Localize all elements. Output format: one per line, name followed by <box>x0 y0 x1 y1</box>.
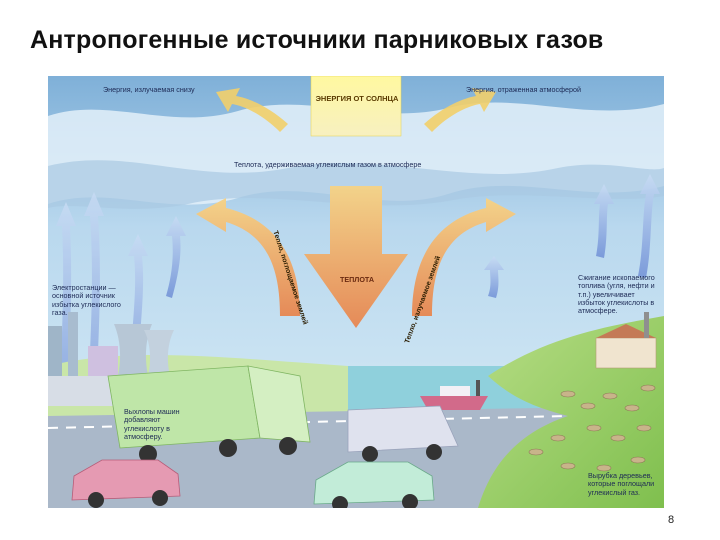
deforestation-label: Вырубка деревьев, которые поглощали угле… <box>588 471 655 497</box>
truck <box>107 365 311 463</box>
tree-stumps <box>528 384 656 472</box>
green-car <box>313 461 435 508</box>
arrow-heat-center <box>304 186 408 328</box>
reflected-by-atmosphere-label: Энергия, отраженная атмосферой <box>466 85 581 94</box>
co2-arrows-right <box>484 174 660 298</box>
heat-center-label: ТЕПЛОТА <box>339 275 375 284</box>
arrow-reflected-up-right <box>424 88 496 132</box>
slide-title: Антропогенные источники парниковых газов <box>30 26 604 54</box>
factory <box>595 312 657 369</box>
sun-column <box>311 76 401 136</box>
arrow-heat-absorbed <box>196 198 300 316</box>
page-number: 8 <box>668 514 675 526</box>
van <box>347 405 459 462</box>
emitted-from-below-label: Энергия, излучаемая снизу <box>103 85 195 94</box>
greenhouse-diagram: ЭНЕРГИЯ ОТ СОЛНЦА Энергия, излучаемая сн… <box>48 76 664 508</box>
fuel-burning-label: Сжигание ископаемого топлива (угля, нефт… <box>578 273 655 316</box>
heat-retained-co2-label: Теплота, удерживаемая углекислым газом в… <box>234 160 422 169</box>
sun-energy-label: ЭНЕРГИЯ ОТ СОЛНЦА <box>315 94 399 103</box>
power-plants-label: Электростанции — основной источник избыт… <box>52 283 121 317</box>
car-exhaust-label: Выхлопы машин добавляют углекислоту в ат… <box>124 407 180 441</box>
arrow-emitted-up-left <box>216 88 288 132</box>
pink-car <box>71 459 181 508</box>
arrow-heat-emitted <box>412 198 516 316</box>
